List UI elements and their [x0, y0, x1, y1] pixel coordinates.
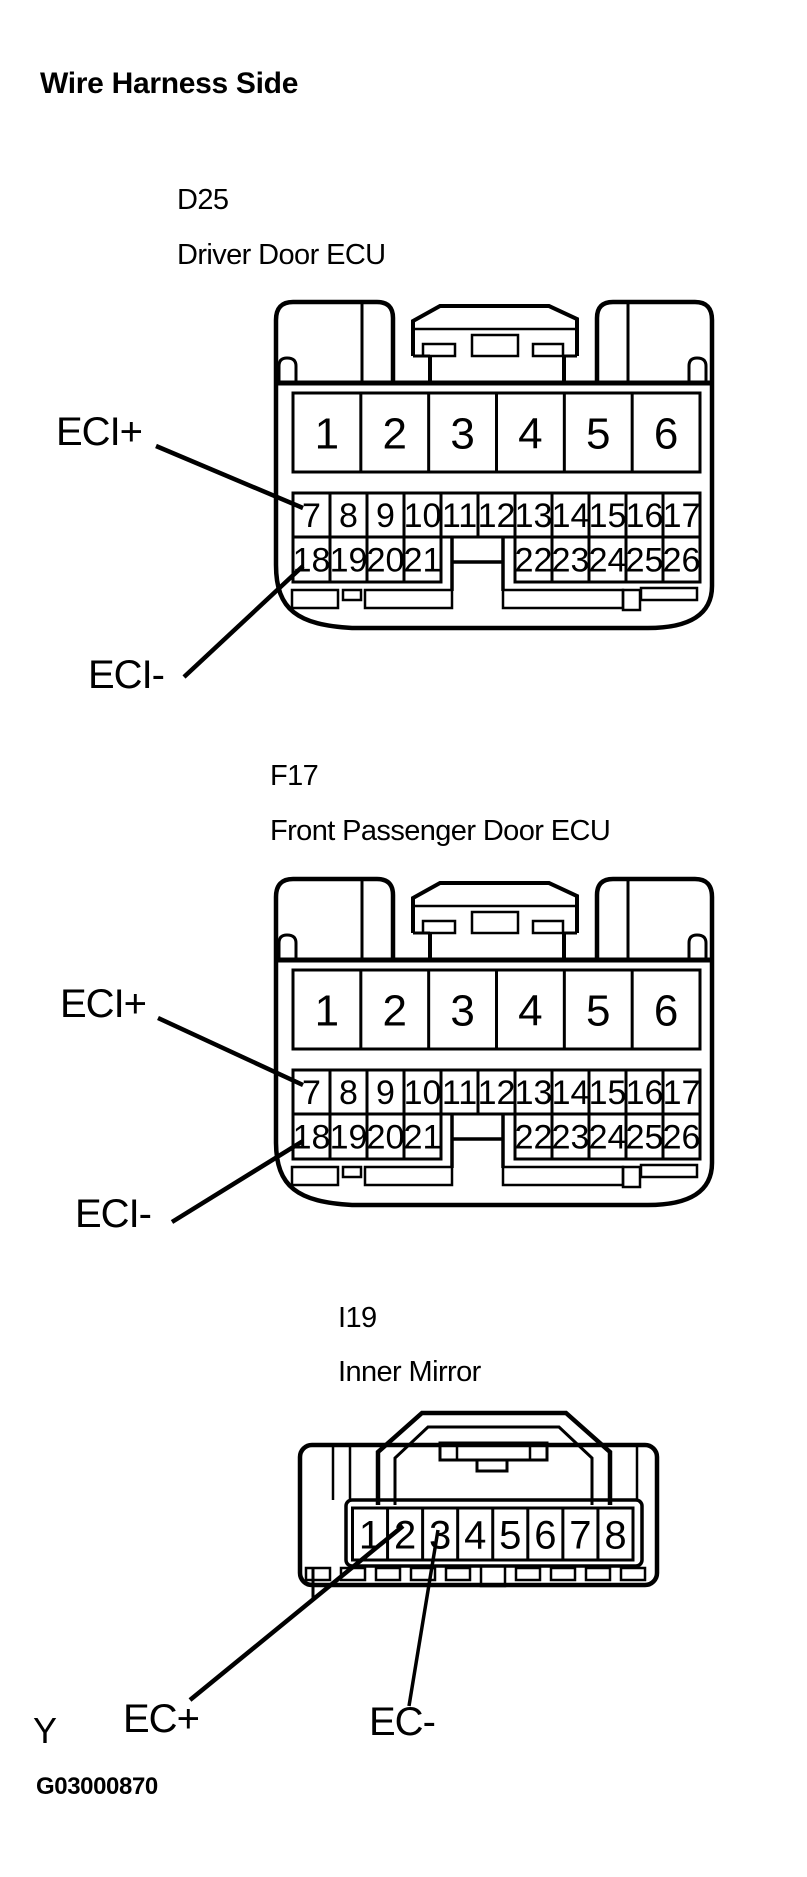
pin-number-22: 22	[515, 542, 553, 580]
pin-number-13: 13	[515, 497, 553, 535]
pin-number-26: 26	[663, 1119, 701, 1157]
pin-number-20: 20	[367, 542, 405, 580]
pin-number-8: 8	[339, 497, 358, 535]
connector-name-i19: Inner Mirror	[338, 1356, 481, 1388]
pin-number-6: 6	[654, 986, 678, 1035]
connector-code-i19: I19	[338, 1302, 377, 1334]
eci-minus-label-d25: ECI-	[88, 653, 165, 697]
pin-number-1: 1	[359, 1513, 381, 1557]
pin-number-10: 10	[404, 1074, 442, 1112]
pin-number-3: 3	[450, 986, 474, 1035]
pin-number-9: 9	[376, 1074, 395, 1112]
pin-number-12: 12	[478, 1074, 516, 1112]
pin-number-11: 11	[442, 497, 477, 535]
eci-plus-leader-f17	[157, 1015, 304, 1088]
pin-number-2: 2	[394, 1513, 416, 1557]
pin-number-16: 16	[626, 497, 664, 535]
pin-number-21: 21	[404, 542, 442, 580]
pin-number-8: 8	[604, 1513, 626, 1557]
pin-number-6: 6	[534, 1513, 556, 1557]
eci-plus-label-d25: ECI+	[56, 410, 143, 454]
pin-row-box	[513, 1112, 702, 1161]
pin-number-11: 11	[442, 1074, 477, 1112]
eci-minus-leader-d25	[182, 564, 305, 679]
connector-26pin-outline	[273, 299, 715, 631]
pin-number-14: 14	[552, 497, 590, 535]
page-letter: Y	[33, 1710, 58, 1751]
page-title: Wire Harness Side	[40, 67, 299, 100]
pin-number-2: 2	[383, 986, 407, 1035]
pin-number-15: 15	[589, 1074, 627, 1112]
pin-number-22: 22	[515, 1119, 553, 1157]
figure-code: G03000870	[36, 1773, 158, 1800]
pin-number-2: 2	[383, 409, 407, 458]
connector-name-f17: Front Passenger Door ECU	[270, 815, 611, 847]
pin-number-1: 1	[315, 409, 339, 458]
pin-number-18: 18	[293, 1119, 331, 1157]
eci-plus-leader-d25	[155, 443, 304, 511]
pin-number-25: 25	[626, 1119, 664, 1157]
pin-number-19: 19	[330, 1119, 368, 1157]
pin-number-1: 1	[315, 986, 339, 1035]
pin-number-13: 13	[515, 1074, 553, 1112]
pin-number-5: 5	[499, 1513, 521, 1557]
ec-plus-label-i19: EC+	[123, 1697, 200, 1741]
connector-code-f17: F17	[270, 760, 319, 792]
pin-number-20: 20	[367, 1119, 405, 1157]
pin-number-24: 24	[589, 1119, 627, 1157]
pin-number-3: 3	[450, 409, 474, 458]
pin-number-5: 5	[586, 409, 610, 458]
pin-number-7: 7	[302, 1074, 321, 1112]
pin-number-7: 7	[302, 497, 321, 535]
pin-number-23: 23	[552, 542, 590, 580]
pin-number-5: 5	[586, 986, 610, 1035]
pin-row-box	[291, 1068, 702, 1116]
pin-number-17: 17	[663, 497, 701, 535]
pin-number-18: 18	[293, 542, 331, 580]
pin-row-box	[291, 491, 702, 539]
pin-number-8: 8	[339, 1074, 358, 1112]
pin-number-24: 24	[589, 542, 627, 580]
eci-minus-leader-f17	[170, 1139, 305, 1224]
pin-number-4: 4	[464, 1513, 486, 1557]
eci-plus-label-f17: ECI+	[60, 982, 147, 1026]
connector-name-d25: Driver Door ECU	[177, 239, 386, 271]
ec-plus-leader-i19	[188, 1524, 405, 1702]
eci-minus-label-f17: ECI-	[75, 1192, 152, 1236]
pin-number-12: 12	[478, 497, 516, 535]
pin-number-17: 17	[663, 1074, 701, 1112]
connector-code-d25: D25	[177, 184, 229, 216]
ec-minus-label-i19: EC-	[369, 1700, 436, 1744]
connector-i19-outline	[297, 1410, 660, 1601]
pin-number-4: 4	[518, 986, 542, 1035]
pin-number-9: 9	[376, 497, 395, 535]
pin-number-6: 6	[654, 409, 678, 458]
pin-number-19: 19	[330, 542, 368, 580]
pin-number-7: 7	[569, 1513, 591, 1557]
pin-number-15: 15	[589, 497, 627, 535]
pin-number-21: 21	[404, 1119, 442, 1157]
pin-number-14: 14	[552, 1074, 590, 1112]
pin-number-23: 23	[552, 1119, 590, 1157]
pin-number-26: 26	[663, 542, 701, 580]
pin-number-3: 3	[429, 1513, 451, 1557]
pin-number-16: 16	[626, 1074, 664, 1112]
pin-number-25: 25	[626, 542, 664, 580]
pin-number-10: 10	[404, 497, 442, 535]
pin-number-4: 4	[518, 409, 542, 458]
pin-row-box	[513, 535, 702, 584]
